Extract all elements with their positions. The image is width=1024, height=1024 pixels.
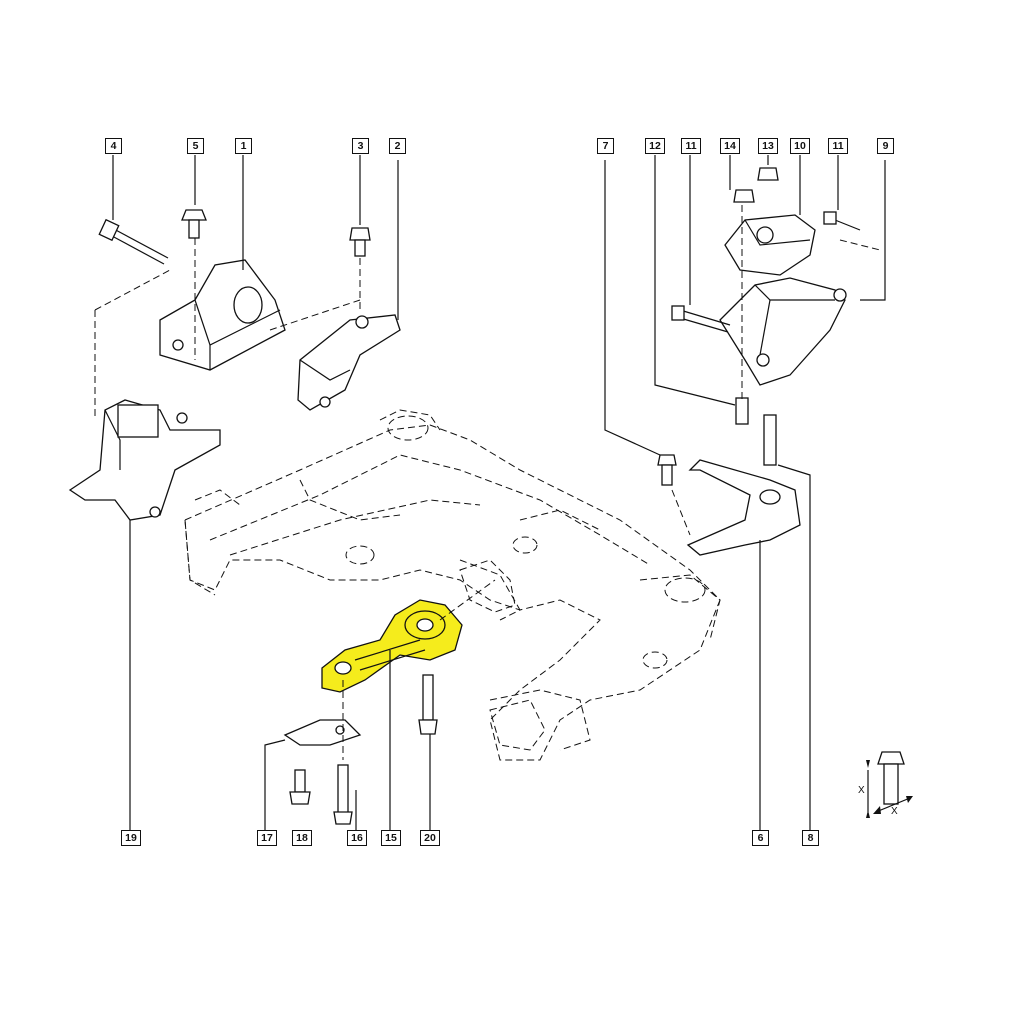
callout-2: 2	[389, 138, 406, 154]
bolt-12	[735, 397, 749, 425]
bolt-18	[289, 769, 311, 805]
bolt-11-left	[671, 305, 731, 333]
torque-label-horizontal: X	[891, 806, 898, 817]
callout-12: 12	[645, 138, 665, 154]
mount-2	[297, 160, 401, 411]
callout-3: 3	[352, 138, 369, 154]
callout-11-right: 11	[828, 138, 848, 154]
bracket-19	[68, 399, 221, 830]
callout-10: 10	[790, 138, 810, 154]
stud-8	[763, 414, 811, 830]
nut-13	[757, 167, 779, 181]
subframe-dashed-outline	[184, 409, 721, 761]
callout-7: 7	[597, 138, 614, 154]
callout-14: 14	[720, 138, 740, 154]
mount-10	[724, 214, 816, 276]
bolt-16	[333, 764, 357, 830]
callout-20: 20	[420, 830, 440, 846]
callout-19: 19	[121, 830, 141, 846]
bolt-20	[418, 674, 438, 830]
torque-label-vertical: X	[858, 785, 865, 796]
torque-check-symbol	[866, 751, 913, 818]
torque-rod-15	[321, 599, 463, 830]
bolt-5	[181, 209, 207, 239]
callout-18: 18	[292, 830, 312, 846]
bolt-4	[98, 218, 169, 265]
bracket-6	[686, 459, 801, 830]
nut-14	[733, 189, 755, 203]
callout-13: 13	[758, 138, 778, 154]
callout-5: 5	[187, 138, 204, 154]
callout-6: 6	[752, 830, 769, 846]
callout-9: 9	[877, 138, 894, 154]
bracket-17	[264, 719, 362, 830]
callout-17: 17	[257, 830, 277, 846]
callout-8: 8	[802, 830, 819, 846]
callout-1: 1	[235, 138, 252, 154]
bolt-3	[269, 227, 371, 331]
mount-9	[719, 160, 886, 386]
callout-16: 16	[347, 830, 367, 846]
bolt-11-right	[823, 211, 861, 231]
callout-4: 4	[105, 138, 122, 154]
callout-11-left: 11	[681, 138, 701, 154]
mount-1	[159, 259, 286, 371]
bolt-7	[604, 160, 691, 536]
callout-15: 15	[381, 830, 401, 846]
